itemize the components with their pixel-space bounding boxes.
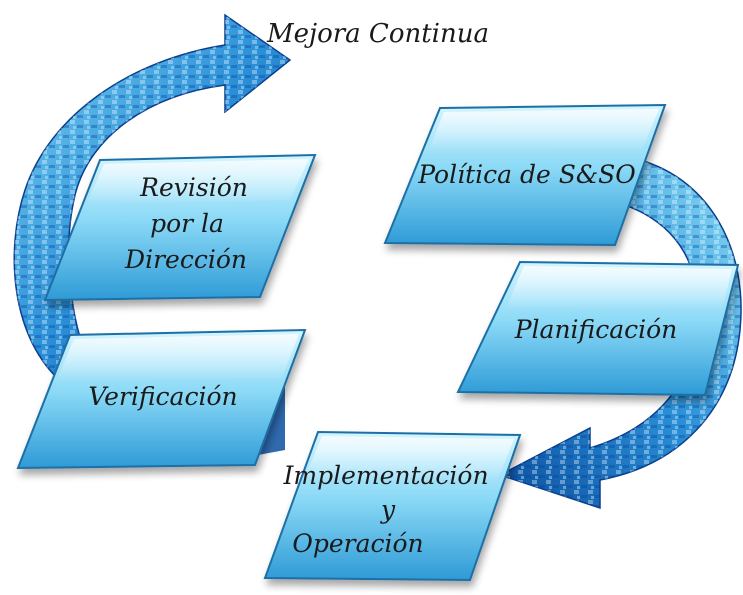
step-box-verificacion [16,328,307,470]
step-box-politica [383,103,667,247]
label-revision: Revisión por la Dirección [124,173,256,274]
diagram-title: Mejora Continua [266,19,489,49]
label-politica: Política de S&SO [417,160,636,189]
step-box-implementacion [263,430,522,582]
step-box-revision [43,153,317,302]
step-box-planificacion [456,260,740,397]
label-implementacion: Implementación y Operación [282,461,496,558]
label-verificacion: Verificación [88,382,237,411]
label-planificacion: Planificación [514,315,678,344]
